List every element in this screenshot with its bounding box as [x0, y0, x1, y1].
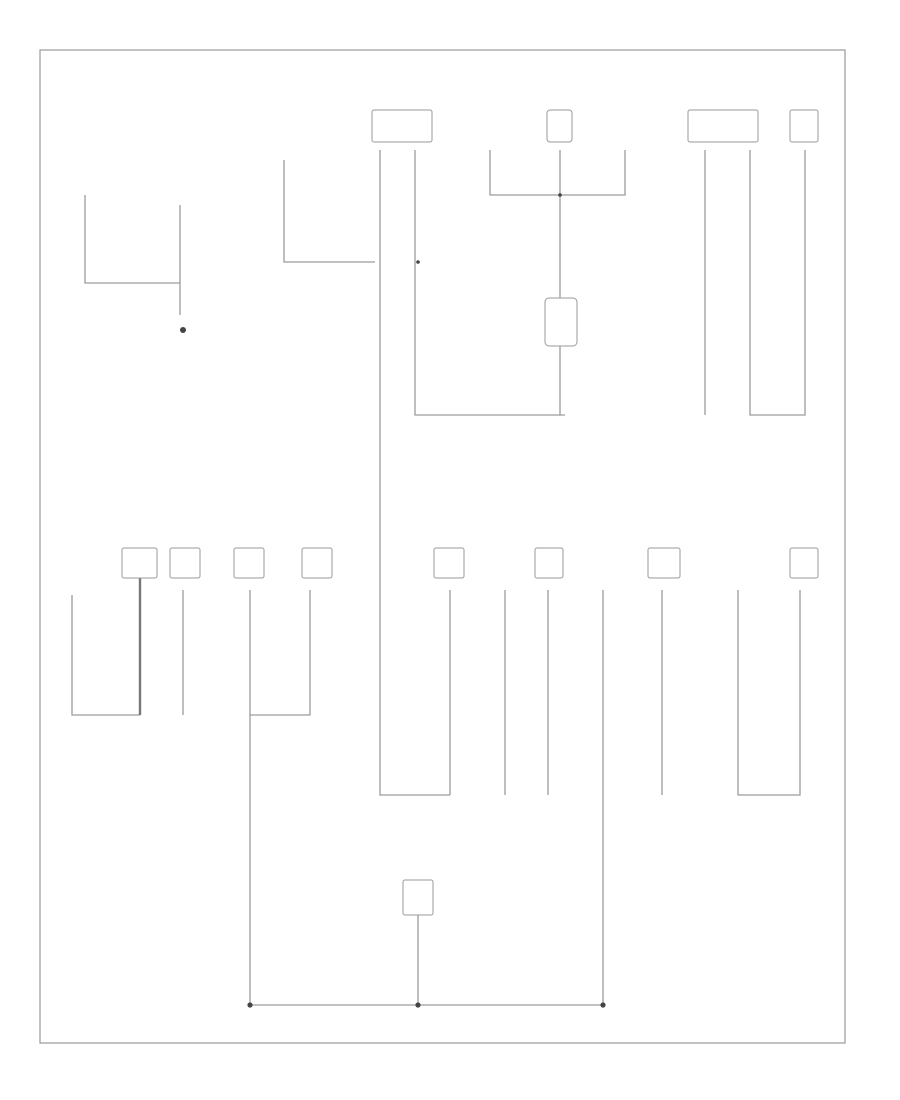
component-box: [789, 109, 819, 143]
wire: [379, 150, 450, 796]
junction-dot: [416, 260, 420, 264]
junction-dot: [247, 1002, 253, 1008]
component-box: [371, 109, 433, 143]
component-box: [169, 547, 201, 579]
component-layer: [121, 109, 819, 916]
component-box: [546, 109, 573, 143]
wire: [489, 150, 626, 196]
component-box: [647, 547, 681, 579]
wire: [737, 590, 801, 796]
component-box: [534, 547, 564, 579]
component-box: [233, 547, 265, 579]
wire: [283, 160, 375, 263]
junction-dot: [600, 1002, 606, 1008]
wire: [71, 595, 140, 716]
junction-layer: [180, 193, 606, 1008]
component-box: [789, 547, 819, 579]
component-box: [544, 297, 578, 347]
junction-dot: [558, 193, 562, 197]
component-box: [687, 109, 759, 143]
component-box: [301, 547, 333, 579]
wire: [414, 150, 565, 416]
component-box: [121, 547, 158, 579]
wire: [84, 195, 180, 284]
diagram-frame: [39, 49, 846, 1044]
junction-dot: [415, 1002, 421, 1008]
component-box: [433, 547, 465, 579]
junction-dot: [180, 327, 186, 333]
component-box: [402, 879, 434, 916]
wire: [749, 150, 806, 416]
wire: [250, 590, 311, 716]
wire-layer: [71, 150, 806, 1006]
